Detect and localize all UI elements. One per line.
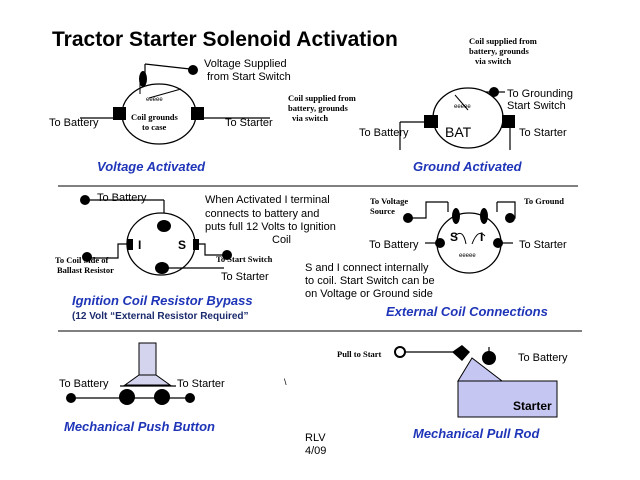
bypass-battery-label: To Battery — [97, 192, 147, 204]
terminal-s-block — [193, 239, 199, 250]
bypass-subcaption: (12 Volt “External Resistor Required” — [72, 311, 249, 322]
svg-text:eeeee: eeeee — [146, 97, 163, 103]
push-button-cap — [123, 374, 172, 386]
svg-text:eeeee: eeeee — [454, 104, 471, 110]
ground-battery-label: To Battery — [359, 127, 409, 139]
note-top-3: via switch — [475, 56, 511, 66]
starter-label: To Starter — [225, 117, 273, 129]
bat-label: BAT — [445, 124, 472, 140]
bypass-start-switch-label: To Start Switch — [216, 254, 273, 264]
switch-terminal-dot — [188, 65, 198, 75]
pull-battery-label: To Battery — [518, 352, 568, 364]
ground-activated-caption: Ground Activated — [413, 159, 523, 174]
signature-initials: RLV — [305, 432, 326, 444]
ignition-bypass-diagram: To Battery I S To Coil Side of Ballast R… — [55, 192, 336, 322]
ground-switch-dot — [489, 87, 499, 97]
pull-knob — [394, 346, 406, 358]
pull-rod-caption: Mechanical Pull Rod — [413, 426, 540, 441]
note-left-1: Coil supplied from — [288, 93, 356, 103]
ground-battery-terminal — [424, 115, 438, 128]
bypass-coil-dot — [82, 252, 92, 262]
push-starter-dot — [185, 393, 195, 403]
bypass-starter-label: To Starter — [221, 271, 269, 283]
ext-ground-dot — [505, 213, 515, 223]
ext-note-3: on Voltage or Ground side — [305, 288, 433, 300]
pull-label: Pull to Start — [337, 349, 382, 359]
ext-battery-label: To Battery — [369, 239, 419, 251]
ext-note-1: S and I connect internally — [305, 262, 429, 274]
ext-voltage-label-2: Source — [370, 206, 395, 216]
starter-housing — [457, 380, 558, 418]
signature-date: 4/09 — [305, 445, 326, 457]
coil-label-2: to case — [142, 122, 167, 132]
bypass-start-switch-dot — [222, 250, 232, 260]
ground-starter-terminal — [502, 115, 515, 128]
bypass-note-4: Coil — [272, 234, 291, 246]
push-battery-dot — [66, 393, 76, 403]
ground-starter-label: To Starter — [519, 127, 567, 139]
ext-voltage-label-1: To Voltage — [370, 196, 408, 206]
coil-terminal — [139, 71, 147, 87]
bypass-note-2: connects to battery and — [205, 208, 319, 220]
ext-starter-dot — [493, 238, 503, 248]
starter-label: Starter — [513, 399, 552, 413]
battery-terminal — [113, 107, 126, 120]
push-battery-terminal — [119, 389, 135, 405]
ground-activated-diagram: Coil supplied from battery, grounds via … — [288, 36, 573, 174]
ext-voltage-dot — [403, 213, 413, 223]
grounding-label-1: To Grounding — [507, 88, 573, 100]
voltage-activated-caption: Voltage Activated — [97, 159, 206, 174]
ext-starter-label: To Starter — [519, 239, 567, 251]
voltage-activated-diagram: eeeee Voltage Supplied from Start Switch… — [49, 58, 291, 174]
push-button-diagram: To Battery To Starter Mechanical Push Bu… — [59, 342, 225, 434]
grounding-label-2: Start Switch — [507, 100, 566, 112]
bypass-battery-terminal — [157, 220, 171, 232]
terminal-i-label: I — [138, 238, 141, 252]
note-top-1: Coil supplied from — [469, 36, 537, 46]
bypass-note-3: puts full 12 Volts to Ignition — [205, 221, 336, 233]
bypass-coil-label-1: To Coil Side of — [55, 255, 108, 265]
push-starter-label: To Starter — [177, 378, 225, 390]
push-button-plunger — [138, 342, 157, 376]
pull-lever — [452, 345, 470, 361]
ext-solenoid-body — [436, 212, 502, 274]
supply-label-1: Voltage Supplied — [204, 58, 287, 70]
ext-terminal-s — [452, 208, 460, 224]
pull-rod-diagram: Pull to Start To Battery Starter Mechani… — [337, 345, 568, 441]
external-coil-diagram: To Voltage Source To Ground S I eeeee To… — [305, 196, 567, 319]
bypass-caption: Ignition Coil Resistor Bypass — [72, 293, 253, 308]
battery-label: To Battery — [49, 117, 99, 129]
bypass-coil-label-2: Ballast Resistor — [57, 265, 114, 275]
stray-mark: \ — [284, 377, 287, 387]
ext-terminal-i — [480, 208, 488, 224]
terminal-i-block — [127, 239, 133, 250]
note-left-2: battery, grounds — [288, 103, 349, 113]
ext-note-2: to coil. Start Switch can be — [305, 275, 435, 287]
push-button-caption: Mechanical Push Button — [64, 419, 215, 434]
external-coil-caption: External Coil Connections — [386, 304, 548, 319]
bypass-note-1: When Activated I terminal — [205, 194, 330, 206]
ext-battery-dot — [435, 238, 445, 248]
starter-terminal — [191, 107, 204, 120]
page-title: Tractor Starter Solenoid Activation — [52, 28, 398, 51]
push-starter-terminal — [154, 389, 170, 405]
pull-plunger — [457, 357, 504, 382]
ext-ground-label: To Ground — [524, 196, 564, 206]
supply-label-2: from Start Switch — [207, 71, 291, 83]
pull-battery-terminal — [482, 351, 496, 365]
ext-terminal-i-label: I — [480, 230, 483, 244]
coil-label-1: Coil grounds — [131, 112, 179, 122]
note-left-3: via switch — [292, 113, 328, 123]
ext-terminal-s-label: S — [450, 230, 458, 244]
svg-text:eeeee: eeeee — [459, 253, 476, 259]
push-battery-label: To Battery — [59, 378, 109, 390]
note-top-2: battery, grounds — [469, 46, 530, 56]
terminal-s-label: S — [178, 238, 186, 252]
